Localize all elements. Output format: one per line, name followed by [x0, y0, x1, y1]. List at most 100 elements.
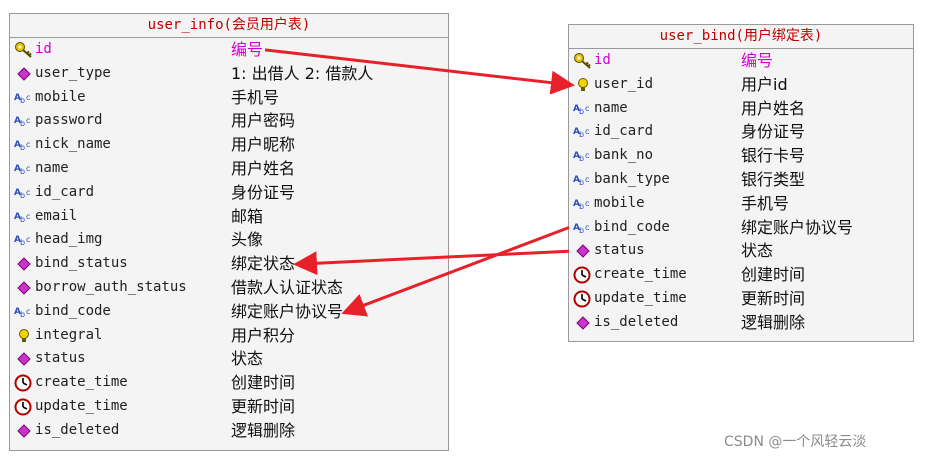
field-name: nick_name [35, 136, 111, 153]
svg-text:c: c [585, 223, 589, 232]
svg-text:A: A [573, 104, 580, 114]
svg-text:A: A [14, 164, 21, 174]
svg-text:A: A [14, 140, 21, 150]
clock-icon [14, 398, 34, 416]
svg-text:A: A [14, 307, 21, 317]
relation-arrow-1 [264, 48, 575, 95]
field-desc: 逻辑删除 [741, 312, 806, 332]
svg-text:b: b [20, 143, 25, 152]
svg-text:b: b [20, 215, 25, 224]
field-name: bank_no [594, 147, 654, 164]
field-name: user_id [594, 75, 654, 92]
svg-text:b: b [20, 167, 25, 176]
field-desc: 借款人认证状态 [231, 277, 344, 297]
svg-text:c: c [26, 164, 30, 173]
field-desc: 用户昵称 [231, 135, 296, 155]
field-desc: 身份证号 [741, 122, 806, 142]
svg-text:b: b [20, 96, 25, 105]
field-desc: 创建时间 [231, 373, 296, 393]
svg-text:b: b [20, 238, 25, 247]
user-bind-row-update-time: update_time 更新时间 [569, 287, 913, 311]
svg-text:b: b [579, 226, 584, 235]
svg-text:c: c [26, 140, 30, 149]
field-name: update_time [594, 289, 687, 306]
key-icon [573, 52, 593, 70]
diamond-icon [14, 255, 34, 273]
field-name: password [35, 112, 103, 129]
relation-arrow-2 [293, 249, 570, 276]
field-desc: 状态 [741, 241, 774, 261]
field-name: create_time [594, 266, 687, 283]
svg-text:A: A [573, 151, 580, 161]
diamond-icon [573, 314, 593, 332]
svg-text:A: A [14, 116, 21, 126]
user-info-row-borrow-auth-status: borrow_auth_status 借款人认证状态 [10, 276, 448, 300]
field-name: id_card [35, 183, 95, 200]
field-desc: 身份证号 [231, 182, 296, 202]
field-desc: 绑定状态 [231, 254, 296, 274]
svg-text:c: c [585, 199, 589, 208]
field-desc: 手机号 [231, 87, 280, 107]
field-desc: 用户id [741, 74, 788, 94]
diamond-icon [14, 350, 34, 368]
clock-icon [573, 290, 593, 308]
svg-text:b: b [579, 178, 584, 187]
field-name: id [35, 41, 52, 57]
field-name: integral [35, 326, 103, 343]
field-name: email [35, 207, 78, 224]
svg-text:b: b [579, 202, 584, 211]
field-desc: 用户密码 [231, 111, 296, 131]
field-desc: 邮箱 [231, 206, 264, 226]
svg-text:b: b [20, 119, 25, 128]
svg-text:A: A [573, 199, 580, 209]
field-desc: 用户姓名 [231, 158, 296, 178]
field-desc: 银行卡号 [741, 146, 806, 166]
field-desc: 编号 [231, 40, 264, 59]
bulb-icon [14, 327, 34, 345]
svg-text:b: b [20, 191, 25, 200]
svg-text:A: A [573, 223, 580, 233]
diamond-icon [14, 422, 34, 440]
field-name: create_time [35, 374, 128, 391]
field-name: user_type [35, 64, 111, 81]
field-desc: 逻辑删除 [231, 420, 296, 440]
field-name: bank_type [594, 170, 670, 187]
diamond-icon [573, 242, 593, 260]
diamond-icon [14, 279, 34, 297]
field-desc: 更新时间 [741, 288, 806, 308]
svg-text:A: A [14, 93, 21, 103]
svg-text:c: c [26, 188, 30, 197]
field-name: is_deleted [594, 313, 679, 330]
svg-text:c: c [585, 127, 589, 136]
field-name: update_time [35, 397, 128, 414]
clock-icon [573, 266, 593, 284]
field-desc: 状态 [231, 349, 264, 369]
field-name: name [35, 159, 69, 176]
field-name: borrow_auth_status [35, 278, 187, 295]
field-desc: 绑定账户协议号 [231, 301, 344, 321]
user-info-row-create-time: create_time 创建时间 [10, 371, 448, 395]
svg-text:A: A [14, 212, 21, 222]
bulb-icon [573, 76, 593, 94]
svg-text:A: A [573, 175, 580, 185]
